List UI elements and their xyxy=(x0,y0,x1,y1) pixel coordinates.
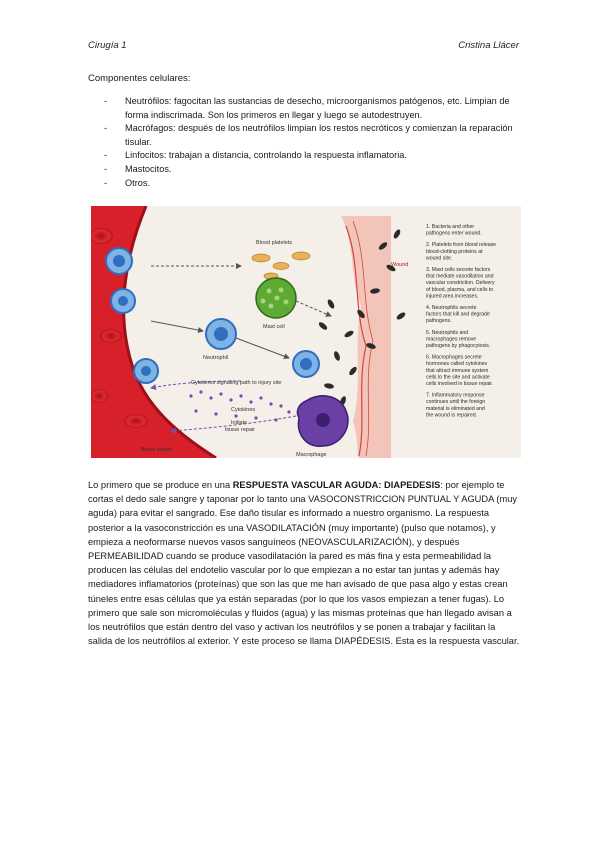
label-platelets: Blood platelets xyxy=(256,240,292,246)
step-7-line: the wound is repaired. xyxy=(426,412,477,418)
list-item: -Otros. xyxy=(104,177,151,188)
list-item-text: Linfocitos: trabajan a distancia, contro… xyxy=(125,150,407,161)
cytokines-dots xyxy=(189,390,291,422)
label-wound: Wound xyxy=(391,262,408,268)
step-4-line: factors that kill and degrade xyxy=(426,312,490,318)
step-3-line: that mediate vasodilation and xyxy=(426,274,494,280)
list-item-text: Neutrófilos: fagocitan las sustancias de… xyxy=(125,96,510,120)
step-7-line: continues until the foreign xyxy=(426,399,485,405)
step-4-line: pathogens. xyxy=(426,318,452,324)
blood-platelets xyxy=(251,251,311,280)
section-title: Componentes celulares: xyxy=(88,73,191,84)
step-7-line: material is eliminated and xyxy=(426,406,485,412)
label-blood-vessel: Blood vessel xyxy=(141,447,172,453)
step-1-line: pathogens enter wound. xyxy=(426,231,482,237)
label-initiate: Initiate xyxy=(231,420,247,426)
step-3-line: vascular constriction. Delivery xyxy=(426,280,495,286)
step-2-line: blood-clotting proteins at xyxy=(426,249,483,255)
header-left: Cirugía 1 xyxy=(88,40,127,51)
header-right: Cristina Llácer xyxy=(458,40,519,51)
wound-tissue xyxy=(341,216,391,458)
step-6-line: cells involved in tissue repair. xyxy=(426,381,493,387)
step-3-line: injured area increases. xyxy=(426,293,478,299)
body-paragraph: Lo primero que se produce en una RESPUES… xyxy=(88,480,520,647)
label-cytokines: Cytokines xyxy=(231,407,255,413)
label-cytokines-path: Cytokines signaling path to injury site xyxy=(191,380,282,386)
step-6-line: cells to the site and activate xyxy=(426,374,490,380)
step-1-line: 1. Bacteria and other xyxy=(426,224,474,230)
step-6-line: 6. Macrophages secrete xyxy=(426,355,482,361)
list-item: -Neutrófilos: fagocitan las sustancias d… xyxy=(104,96,510,120)
cell-list: -Neutrófilos: fagocitan las sustancias d… xyxy=(0,95,599,190)
step-3-line: 3. Mast cells secrete factors xyxy=(426,267,491,273)
step-5-line: 5. Neutrophils and xyxy=(426,330,468,336)
step-5-line: pathogens by phagocytosis. xyxy=(426,343,490,349)
step-5-line: macrophages remove xyxy=(426,336,476,342)
step-7-line: 7. Inflammatory response xyxy=(426,393,485,399)
step-3-line: of blood, plasma, and cells to xyxy=(426,287,493,293)
inflammation-figure: Blood platelets Wound Mast cell Neutroph… xyxy=(91,206,521,458)
bold-term: RESPUESTA VASCULAR AGUDA: DIAPEDESIS xyxy=(232,480,441,490)
label-macrophage: Macrophage xyxy=(296,452,327,458)
step-6-line: hormones called cytokines xyxy=(426,361,488,367)
label-neutrophil: Neutrophil xyxy=(203,355,228,361)
list-item-text: Macrófagos: después de los neutrófilos l… xyxy=(125,123,513,147)
inflammation-diagram: Blood platelets Wound Mast cell Neutroph… xyxy=(91,206,496,458)
step-6-line: that attract immune system xyxy=(426,368,488,374)
list-item-text: Mastocitos. xyxy=(125,163,172,174)
label-mast-cell: Mast cell xyxy=(263,324,285,330)
list-item: -Macrófagos: después de los neutrófilos … xyxy=(104,123,513,147)
step-4-line: 4. Neutrophils secrete xyxy=(426,305,477,311)
step-2-line: 2. Platelets from blood release xyxy=(426,242,496,248)
step-2-line: wound site. xyxy=(426,255,452,261)
list-item-text: Otros. xyxy=(125,177,151,188)
list-item: -Mastocitos. xyxy=(104,163,172,174)
label-tissue-repair: tissue repair xyxy=(225,427,255,433)
list-item: -Linfocitos: trabajan a distancia, contr… xyxy=(104,150,407,161)
